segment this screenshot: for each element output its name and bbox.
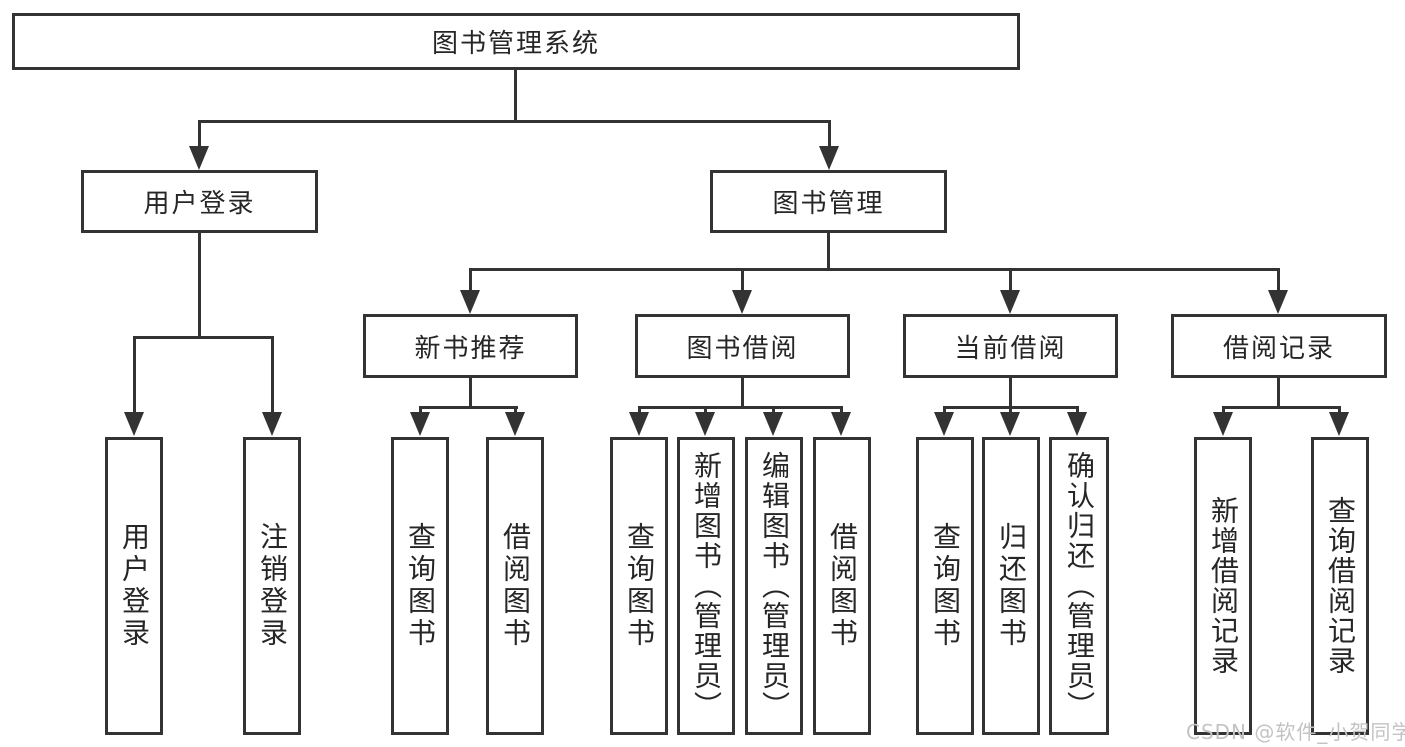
leaf-query-books-borrow: 查询图书: [610, 437, 668, 735]
connector-arrow-down: [732, 290, 752, 314]
leaf-label: 归还图书: [995, 522, 1028, 650]
connector-arrow-down: [934, 412, 954, 436]
connector-line: [840, 406, 843, 416]
connector-line: [133, 336, 136, 416]
leaf-label: 用户登录: [118, 522, 151, 650]
connector-line: [419, 406, 422, 416]
connector-line: [704, 406, 707, 416]
csdn-watermark: CSDN @软件_小贺同学: [1186, 720, 1405, 744]
connector-arrow-down: [1329, 412, 1349, 436]
connector-line: [1338, 406, 1341, 416]
connector-line: [514, 70, 517, 122]
connector-arrow-down: [819, 146, 839, 170]
leaf-return-books: 归还图书: [982, 437, 1040, 735]
connector-line: [469, 268, 1280, 271]
connector-arrow-down: [1268, 290, 1288, 314]
leaf-borrow-books: 借阅图书: [813, 437, 871, 735]
connector-line: [469, 268, 472, 294]
connector-line: [419, 406, 518, 409]
connector-arrow-down: [1067, 412, 1087, 436]
connector-line: [1222, 406, 1225, 416]
connector-arrow-down: [460, 290, 480, 314]
leaf-label: 查询图书: [404, 522, 437, 650]
node-user-login: 用户登录: [81, 170, 318, 233]
connector-line: [741, 378, 744, 408]
connector-line: [271, 336, 274, 416]
connector-arrow-down: [1213, 412, 1233, 436]
leaf-label: 借阅图书: [499, 522, 532, 650]
connector-arrow-down: [410, 412, 430, 436]
connector-arrow-down: [1000, 412, 1020, 436]
connector-line: [1076, 406, 1079, 416]
leaf-label: 确认归还（管理员）: [1063, 451, 1096, 721]
leaf-label: 借阅图书: [826, 522, 859, 650]
connector-arrow-down: [124, 412, 144, 436]
node-new-book-recommendation: 新书推荐: [363, 314, 578, 378]
connector-arrow-down: [695, 412, 715, 436]
leaf-label: 查询图书: [929, 522, 962, 650]
connector-line: [638, 406, 641, 416]
connector-line: [1277, 378, 1280, 408]
leaf-add-borrow-record: 新增借阅记录: [1194, 437, 1252, 735]
connector-line: [198, 120, 831, 123]
leaf-label: 新增借阅记录: [1207, 496, 1240, 676]
connector-arrow-down: [189, 146, 209, 170]
leaf-label: 编辑图书（管理员）: [758, 451, 791, 721]
leaf-query-borrow-record: 查询借阅记录: [1311, 437, 1369, 735]
leaf-label: 查询借阅记录: [1324, 496, 1357, 676]
leaf-edit-books-admin: 编辑图书（管理员）: [745, 437, 803, 735]
node-current-borrowing: 当前借阅: [903, 314, 1118, 378]
connector-line: [1009, 378, 1012, 408]
connector-arrow-down: [831, 412, 851, 436]
connector-line: [514, 406, 517, 416]
connector-line: [828, 120, 831, 150]
leaf-query-books-current: 查询图书: [916, 437, 974, 735]
node-library-management-system: 图书管理系统: [12, 13, 1020, 70]
leaf-label: 新增图书（管理员）: [690, 451, 723, 721]
leaf-user-login: 用户登录: [105, 437, 163, 735]
connector-line: [827, 233, 830, 270]
node-book-borrowing: 图书借阅: [635, 314, 850, 378]
connector-arrow-down: [262, 412, 282, 436]
connector-arrow-down: [629, 412, 649, 436]
connector-line: [198, 120, 201, 150]
node-book-management: 图书管理: [710, 170, 947, 233]
connector-line: [1222, 406, 1341, 409]
connector-arrow-down: [505, 412, 525, 436]
connector-line: [772, 406, 775, 416]
leaf-label: 查询图书: [623, 522, 656, 650]
connector-line: [1009, 406, 1012, 416]
connector-line: [943, 406, 946, 416]
connector-line: [198, 233, 201, 338]
leaf-label: 注销登录: [256, 522, 289, 650]
leaf-confirm-return-admin: 确认归还（管理员）: [1049, 437, 1109, 735]
connector-arrow-down: [763, 412, 783, 436]
connector-line: [1009, 268, 1012, 294]
leaf-add-books-admin: 新增图书（管理员）: [677, 437, 735, 735]
leaf-logout: 注销登录: [243, 437, 301, 735]
connector-line: [741, 268, 744, 294]
connector-arrow-down: [1000, 290, 1020, 314]
connector-line: [469, 378, 472, 408]
connector-line: [1277, 268, 1280, 294]
connector-line: [133, 336, 274, 339]
connector-line: [638, 406, 843, 409]
leaf-query-books-recommend: 查询图书: [391, 437, 449, 735]
node-borrowing-records: 借阅记录: [1171, 314, 1387, 378]
leaf-borrow-books-recommend: 借阅图书: [486, 437, 544, 735]
